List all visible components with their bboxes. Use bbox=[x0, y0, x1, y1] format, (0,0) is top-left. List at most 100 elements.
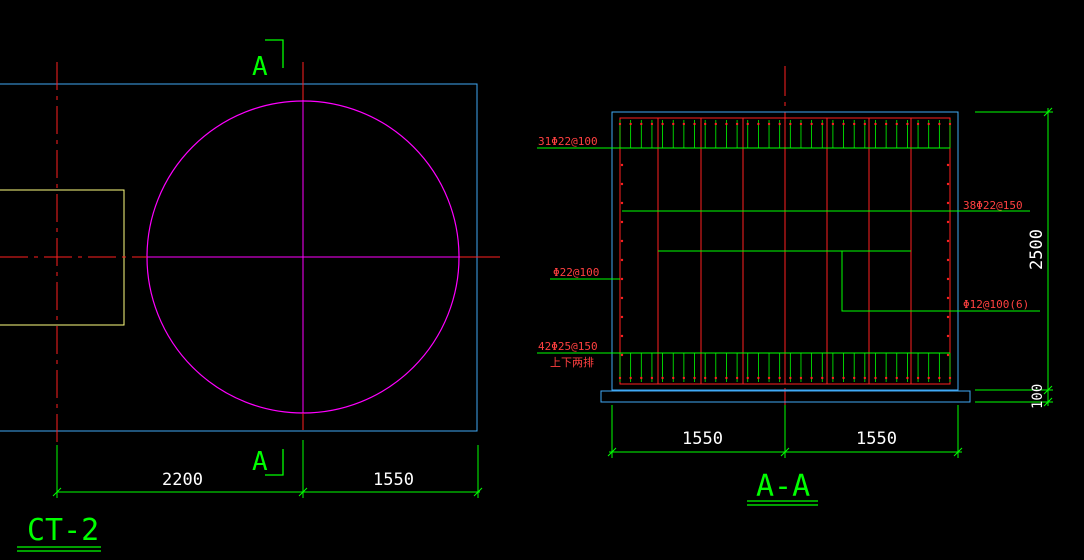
top-bar-dot bbox=[714, 122, 718, 126]
bottom-bar-dot bbox=[810, 376, 813, 380]
side-bar-dot bbox=[620, 220, 624, 224]
side-bar-dot bbox=[620, 315, 624, 319]
top-bar-dot bbox=[618, 122, 622, 126]
top-bar-dot bbox=[916, 122, 920, 126]
side-bar-dot bbox=[620, 353, 624, 357]
bottom-bar-dot bbox=[831, 376, 835, 380]
top-bar-dot bbox=[842, 122, 845, 126]
side-bar-dot bbox=[946, 277, 950, 281]
label-side-bars-right: 38Φ22@150 bbox=[963, 199, 1023, 212]
side-bar-dot bbox=[620, 296, 624, 300]
bottom-bar-dot bbox=[618, 376, 622, 380]
top-bar-dot bbox=[757, 122, 760, 126]
bottom-bar-dot bbox=[799, 376, 803, 380]
section-view: 31Φ22@100 38Φ22@150 Φ22@100 Φ12@100(6) 4… bbox=[537, 66, 1053, 506]
side-bar-dot bbox=[620, 258, 624, 262]
bottom-bar-dot bbox=[863, 376, 867, 380]
bottom-bar-dot bbox=[672, 376, 675, 380]
bottom-bar-dot bbox=[821, 376, 824, 380]
section-mark-bottom-label: A bbox=[252, 447, 268, 477]
section-dim-right: 1550 bbox=[856, 429, 897, 449]
bottom-bar-dot bbox=[778, 376, 781, 380]
top-bar-dot bbox=[938, 122, 941, 126]
top-bar-dot bbox=[884, 122, 888, 126]
section-title: A-A bbox=[756, 469, 810, 504]
bottom-bar-dot bbox=[735, 376, 739, 380]
section-dimension-bottom bbox=[607, 405, 963, 458]
top-bar-dot bbox=[682, 122, 686, 126]
top-bar-dot bbox=[831, 122, 835, 126]
section-mark-top-label: A bbox=[252, 52, 268, 82]
bottom-bar-dot bbox=[757, 376, 760, 380]
plan-dim-2200: 2200 bbox=[162, 470, 203, 490]
top-bar-dot bbox=[810, 122, 813, 126]
bottom-bar-zone bbox=[618, 352, 952, 382]
side-bar-dot bbox=[946, 201, 950, 205]
bottom-bar-dot bbox=[938, 376, 941, 380]
side-bar-dot bbox=[946, 182, 950, 186]
top-bar-dot bbox=[778, 122, 781, 126]
top-bar-dot bbox=[629, 122, 632, 126]
top-bar-dot bbox=[821, 122, 824, 126]
bottom-bar-dot bbox=[682, 376, 686, 380]
side-bar-dot bbox=[620, 277, 624, 281]
top-bar-dot bbox=[927, 122, 930, 126]
bottom-bar-dot bbox=[874, 376, 877, 380]
top-bar-dot bbox=[661, 122, 664, 126]
top-bar-dot bbox=[735, 122, 739, 126]
bottom-bar-dot bbox=[789, 376, 792, 380]
section-cap-outline bbox=[611, 111, 959, 391]
bottom-bar-dot bbox=[916, 376, 920, 380]
plan-view: A A 2200 1550 CT-2 bbox=[0, 39, 500, 552]
top-bar-zone bbox=[618, 120, 952, 149]
side-bar-dot bbox=[946, 220, 950, 224]
plan-dim-1550: 1550 bbox=[373, 470, 414, 490]
side-bar-dot bbox=[946, 353, 950, 357]
top-bar-dot bbox=[746, 122, 749, 126]
bottom-bar-dot bbox=[767, 376, 771, 380]
section-mark-bottom: A bbox=[252, 447, 284, 477]
bottom-bar-dot bbox=[884, 376, 888, 380]
bottom-bar-dot bbox=[895, 376, 898, 380]
top-bar-dot bbox=[874, 122, 877, 126]
top-bar-dot bbox=[895, 122, 898, 126]
bottom-bar-dot bbox=[629, 376, 632, 380]
label-bottom-note: 上下两排 bbox=[550, 355, 594, 369]
side-bar-dot bbox=[946, 334, 950, 338]
top-bar-dot bbox=[906, 122, 909, 126]
top-bar-dot bbox=[703, 122, 707, 126]
side-bar-dot bbox=[946, 315, 950, 319]
bottom-bar-dot bbox=[714, 376, 718, 380]
side-bar-dots bbox=[620, 163, 950, 357]
section-dim-left: 1550 bbox=[682, 429, 723, 449]
top-bar-dot bbox=[799, 122, 803, 126]
side-bar-dot bbox=[620, 182, 624, 186]
side-bar-dot bbox=[946, 163, 950, 167]
side-bar-dot bbox=[620, 163, 624, 167]
label-stirrups: Φ12@100(6) bbox=[963, 298, 1029, 311]
plan-dimension bbox=[52, 440, 483, 498]
top-bar-dot bbox=[948, 122, 952, 126]
bottom-bar-dot bbox=[725, 376, 728, 380]
section-dim-cushion: 100 bbox=[1030, 384, 1046, 409]
leader-lines bbox=[537, 147, 1040, 354]
top-bar-dot bbox=[789, 122, 792, 126]
top-bar-dot bbox=[767, 122, 771, 126]
bottom-bar-dot bbox=[906, 376, 909, 380]
bottom-bar-dot bbox=[852, 376, 856, 380]
label-top-bars: 31Φ22@100 bbox=[538, 135, 598, 148]
bottom-bar-dot bbox=[693, 376, 696, 380]
side-bar-dot bbox=[946, 258, 950, 262]
bottom-bar-dot bbox=[661, 376, 664, 380]
side-bar-dot bbox=[620, 201, 624, 205]
top-bar-dot bbox=[672, 122, 675, 126]
top-bar-dot bbox=[852, 122, 856, 126]
top-bar-dot bbox=[725, 122, 728, 126]
label-side-bars-left: Φ22@100 bbox=[553, 266, 599, 279]
section-mark-top: A bbox=[252, 39, 284, 82]
plan-title: CT-2 bbox=[27, 513, 99, 548]
bottom-bar-dot bbox=[842, 376, 845, 380]
side-bar-dot bbox=[946, 296, 950, 300]
label-bottom-bars: 42Φ25@150 bbox=[538, 340, 598, 353]
